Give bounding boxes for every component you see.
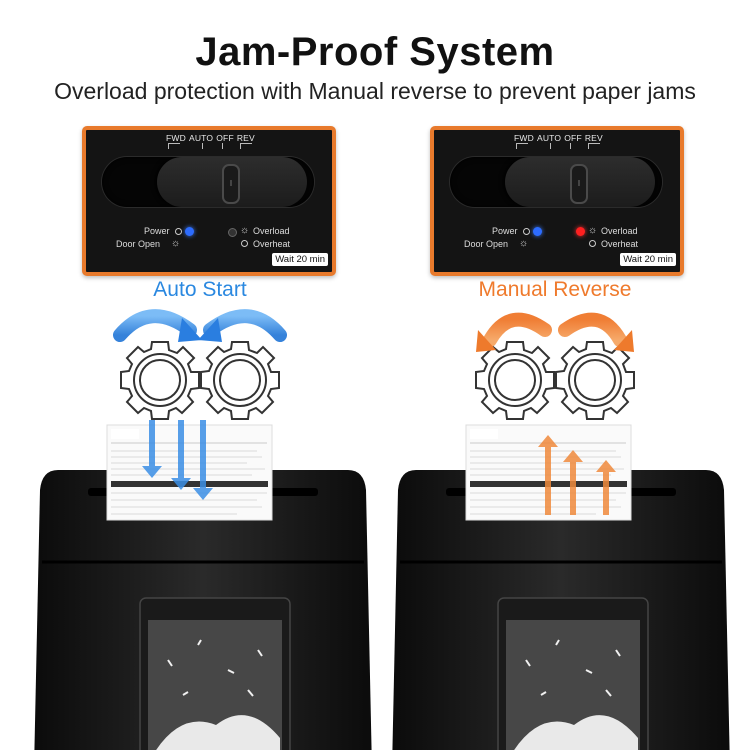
mode-rev: REV — [584, 133, 603, 143]
rotate-arrow-icon — [483, 312, 552, 347]
mode-ticks — [168, 143, 268, 151]
power-ring-icon — [175, 226, 184, 236]
switch-knob-icon — [222, 164, 240, 204]
overload-label: Overload — [601, 226, 638, 236]
gear-icon — [120, 341, 200, 420]
power-ring-icon — [523, 226, 532, 236]
overheat-ring-icon — [589, 238, 598, 248]
overload-led-icon — [576, 227, 585, 236]
rotate-arrow-icon — [113, 309, 197, 342]
up-arrows-icon — [538, 435, 616, 515]
wait-badge: Wait 20 min — [620, 253, 676, 266]
mode-off: OFF — [216, 133, 234, 143]
power-label: Power — [144, 226, 170, 236]
mode-auto: AUTO — [536, 133, 562, 143]
arrowhead-icon — [614, 330, 634, 352]
power-led-icon — [185, 227, 194, 236]
overheat-label: Overheat — [601, 239, 639, 249]
mode-switch-slider[interactable] — [157, 157, 307, 207]
door-open-label: Door Open — [116, 239, 161, 249]
mode-switch-track — [450, 157, 662, 207]
manual-reverse-scene — [390, 312, 732, 750]
gear-icon — [475, 341, 555, 420]
paper-sheet-left — [106, 424, 273, 521]
rotate-arrow-icon — [558, 312, 627, 347]
overheat-ring-icon — [241, 238, 250, 248]
page-subtitle: Overload protection with Manual reverse … — [54, 78, 696, 104]
arrowhead-icon — [198, 318, 222, 342]
sun-icon: ☼ — [519, 238, 529, 249]
overheat-label: Overheat — [253, 239, 291, 249]
overload-label: Overload — [253, 226, 290, 236]
mode-ticks — [516, 143, 616, 151]
sun-icon: ☼ — [171, 238, 181, 249]
mode-switch-track — [102, 157, 314, 207]
mode-switch-slider[interactable] — [505, 157, 655, 207]
manual-reverse-label: Manual Reverse — [478, 278, 632, 301]
page-title: Jam-Proof System — [195, 30, 555, 74]
mode-fwd: FWD — [166, 133, 186, 143]
auto-start-scene — [32, 309, 374, 750]
mode-auto: AUTO — [188, 133, 214, 143]
down-arrows-icon — [142, 420, 213, 500]
gear-icon — [200, 341, 280, 420]
door-open-label: Door Open — [464, 239, 509, 249]
mode-fwd: FWD — [514, 133, 534, 143]
auto-start-label: Auto Start — [153, 278, 247, 301]
power-led-icon — [533, 227, 542, 236]
mode-rev: REV — [236, 133, 255, 143]
sun-icon: ☼ — [588, 225, 598, 236]
overload-led-icon — [228, 228, 237, 237]
arrowhead-icon — [178, 318, 202, 342]
arrowhead-icon — [476, 330, 496, 352]
power-label: Power — [492, 226, 518, 236]
gear-icon — [555, 341, 635, 420]
mode-off: OFF — [564, 133, 582, 143]
sun-icon: ☼ — [240, 225, 250, 236]
switch-knob-icon — [570, 164, 588, 204]
rotate-arrow-icon — [203, 309, 287, 342]
wait-badge: Wait 20 min — [272, 253, 328, 266]
